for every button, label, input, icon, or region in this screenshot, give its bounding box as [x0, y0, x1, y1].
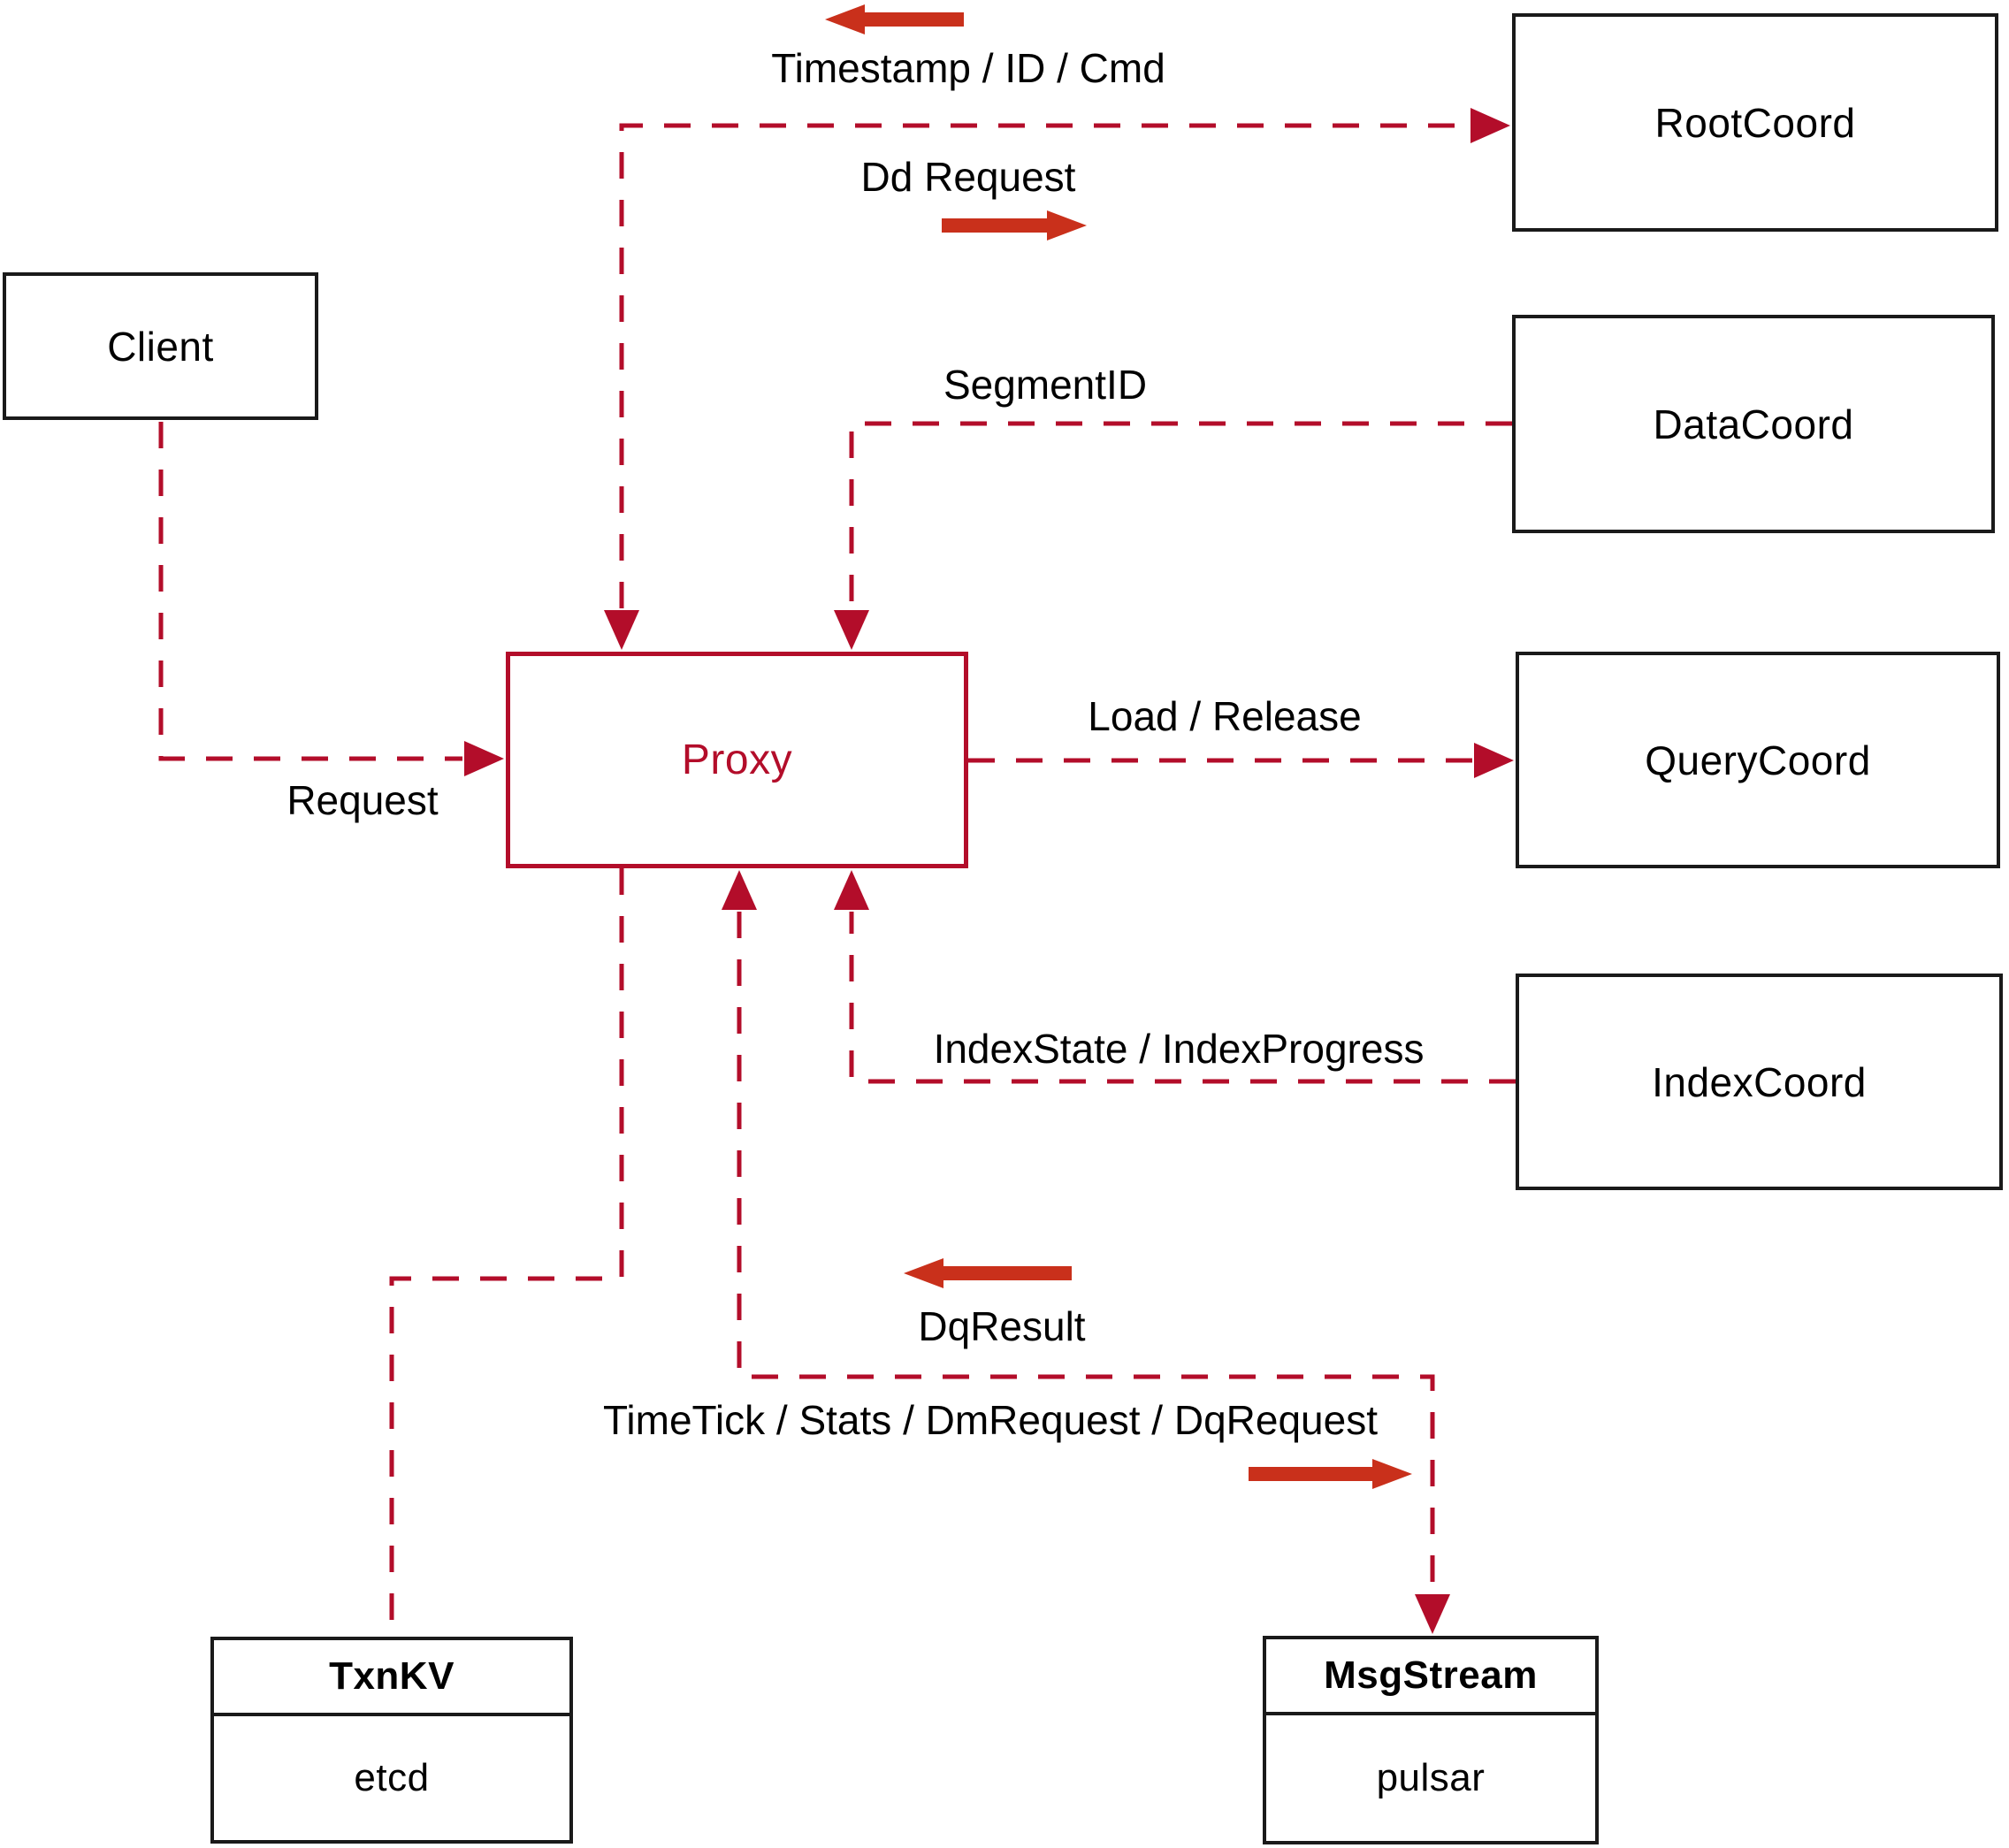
- direction-arrow-left-top-icon: [825, 4, 964, 34]
- edge-label-dd-request: Dd Request: [860, 154, 1076, 200]
- node-indexcoord: IndexCoord: [1516, 974, 2003, 1190]
- arrowhead-into-proxy-top-left-icon: [604, 610, 639, 650]
- direction-arrow-left-dqresult-icon: [904, 1258, 1072, 1288]
- edge-label-segmentid: SegmentID: [943, 362, 1148, 408]
- edge-label-dqresult: DqResult: [918, 1303, 1086, 1349]
- node-proxy-label: Proxy: [681, 737, 793, 783]
- arrowhead-into-querycoord-icon: [1474, 743, 1514, 778]
- arrowhead-into-proxy-left-icon: [464, 741, 504, 776]
- edge-datacoord-proxy-line: [849, 421, 1512, 608]
- arrowhead-into-rootcoord-icon: [1470, 108, 1510, 143]
- node-querycoord-label: QueryCoord: [1645, 737, 1871, 783]
- node-indexcoord-label: IndexCoord: [1652, 1058, 1867, 1105]
- direction-arrow-right-timetick-icon: [1249, 1459, 1412, 1489]
- node-proxy: Proxy: [506, 652, 968, 868]
- edge-client-proxy-line: [158, 422, 462, 761]
- edge-label-request: Request: [286, 777, 439, 823]
- edge-proxy-txnkv-line: [389, 868, 624, 1635]
- edge-label-timestamp-id-cmd: Timestamp / ID / Cmd: [771, 45, 1165, 91]
- edge-indexcoord-proxy-line: [849, 912, 1516, 1084]
- node-txnkv-title: TxnKV: [214, 1640, 569, 1716]
- edge-label-load-release: Load / Release: [1088, 693, 1362, 739]
- node-datacoord: DataCoord: [1512, 315, 1995, 533]
- node-msgstream-title: MsgStream: [1266, 1639, 1595, 1715]
- node-querycoord: QueryCoord: [1516, 652, 2000, 868]
- node-datacoord-label: DataCoord: [1653, 401, 1854, 447]
- arrowhead-into-proxy-top-right-icon: [834, 610, 869, 650]
- edge-label-timetick-stats-dmrequest-dqrequest: TimeTick / Stats / DmRequest / DqRequest: [603, 1397, 1378, 1443]
- node-client-label: Client: [107, 323, 214, 370]
- edge-label-indexstate-indexprogress: IndexState / IndexProgress: [933, 1026, 1425, 1072]
- direction-arrow-right-ddrequest-icon: [942, 210, 1087, 241]
- arrowhead-into-proxy-bottom-right-icon: [834, 870, 869, 910]
- edge-proxy-rootcoord-line: [619, 123, 1469, 608]
- node-msgstream: MsgStream pulsar: [1263, 1636, 1599, 1844]
- arrowhead-into-msgstream-icon: [1415, 1594, 1450, 1634]
- node-rootcoord-label: RootCoord: [1654, 99, 1856, 146]
- node-client: Client: [3, 272, 318, 420]
- edge-proxy-msgstream-line: [737, 912, 1435, 1592]
- arrowhead-into-proxy-bottom-mid-icon: [722, 870, 757, 910]
- node-txnkv-impl: etcd: [354, 1756, 430, 1799]
- node-msgstream-impl: pulsar: [1376, 1756, 1486, 1799]
- node-txnkv: TxnKV etcd: [210, 1637, 573, 1844]
- node-rootcoord: RootCoord: [1512, 13, 1998, 232]
